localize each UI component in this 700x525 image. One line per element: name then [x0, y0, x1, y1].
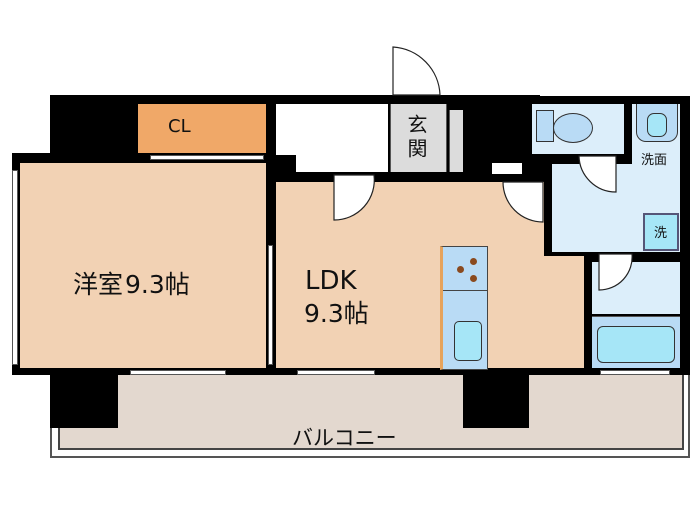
western-room-name: 洋室 — [73, 270, 124, 299]
closet-door[interactable] — [150, 155, 264, 160]
bath-door-icon — [598, 253, 633, 291]
bathtub-icon — [597, 326, 675, 363]
ldk-name: LDK — [305, 266, 357, 296]
ldk-door-icon — [333, 174, 375, 221]
ldk-window-bottom[interactable] — [297, 370, 375, 375]
entrance-step — [449, 110, 463, 172]
closet — [138, 104, 266, 153]
wall-opening — [492, 163, 522, 174]
washing-machine-label: 洗 — [654, 226, 668, 241]
washroom-label: 洗面 — [641, 153, 668, 168]
ldk-size: 9.3帖 — [304, 299, 369, 328]
entry-door-icon — [392, 46, 441, 96]
hallway-wall — [276, 155, 296, 172]
balcony-pillar-left — [50, 372, 118, 428]
western-room-window-left[interactable] — [12, 170, 18, 365]
balcony-label: バルコニー — [292, 426, 397, 450]
sliding-door-western-ldk[interactable] — [268, 245, 273, 365]
ldk-room-right2 — [544, 256, 584, 368]
entrance-label-1: 玄関 — [404, 114, 428, 162]
kitchen-sink-icon — [454, 321, 482, 361]
stove-burner-icon — [457, 266, 464, 273]
western-room-window-bottom[interactable] — [130, 370, 226, 375]
balcony — [58, 372, 684, 450]
stove-burner-icon — [470, 258, 477, 265]
western-room — [20, 163, 266, 368]
stove-divider — [443, 290, 488, 291]
closet-label: CL — [168, 116, 191, 137]
balcony-pillar-right — [463, 372, 529, 428]
entrance — [390, 104, 447, 172]
washroom-entry-door-icon — [502, 181, 544, 223]
stove-burner-icon — [470, 275, 477, 282]
western-room-size: 9.3帖 — [125, 270, 190, 299]
washing-machine — [643, 213, 679, 251]
washbasin-bowl-icon — [647, 113, 667, 137]
toilet-door-icon — [578, 155, 617, 193]
toilet-bowl-icon — [553, 113, 593, 143]
bathroom-window[interactable] — [600, 370, 670, 375]
